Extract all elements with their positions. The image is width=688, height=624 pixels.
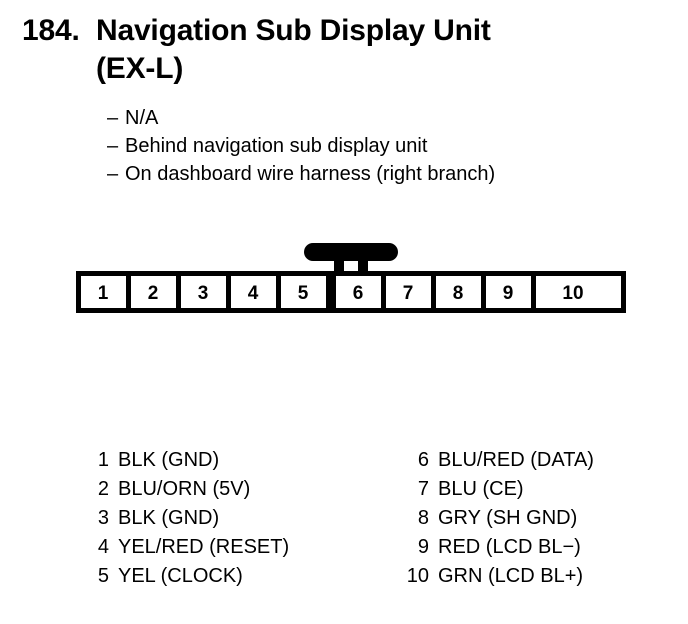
notes-list: – N/A – Behind navigation sub display un… xyxy=(107,104,667,188)
pin-number-4: 4 xyxy=(248,283,259,304)
legend-row: 10 GRN (LCD BL+) xyxy=(403,562,594,591)
connector-pin-cavities xyxy=(81,276,621,308)
pin-number-5: 5 xyxy=(298,283,309,304)
list-item: – On dashboard wire harness (right branc… xyxy=(107,160,667,188)
legend-pin-text: BLU (CE) xyxy=(438,478,524,500)
section-number: 184. xyxy=(22,14,80,47)
pin-number-3: 3 xyxy=(198,283,209,304)
legend-pin-text: BLK (GND) xyxy=(118,449,220,471)
pin-legend-right-column: 6 BLU/RED (DATA) 7 BLU (CE) 8 GRY (SH GN… xyxy=(403,446,594,591)
legend-pin-number: 8 xyxy=(417,507,429,529)
legend-pin-text: GRY (SH GND) xyxy=(438,507,578,529)
pin-number-1: 1 xyxy=(98,283,109,304)
connector-locking-tab xyxy=(304,243,398,271)
legend-pin-number: 9 xyxy=(417,536,429,558)
legend-row: 6 BLU/RED (DATA) xyxy=(403,446,594,475)
pin-number-9: 9 xyxy=(503,283,514,304)
legend-pin-text: BLU/RED (DATA) xyxy=(438,449,594,471)
connector-pin-numbers: 1 2 3 4 5 6 7 8 9 10 xyxy=(98,283,584,304)
pin-legend-left-column: 1 BLK (GND) 2 BLU/ORN (5V) 3 BLK (GND) 4… xyxy=(83,446,289,591)
legend-pin-text: BLK (GND) xyxy=(118,507,220,529)
legend-pin-number: 3 xyxy=(97,507,109,529)
legend-pin-number: 5 xyxy=(97,565,109,587)
pin-number-6: 6 xyxy=(353,283,364,304)
legend-row: 1 BLK (GND) xyxy=(83,446,289,475)
pin-number-10: 10 xyxy=(562,283,583,304)
legend-pin-text: YEL/RED (RESET) xyxy=(118,536,290,558)
list-item-label: Behind navigation sub display unit xyxy=(125,135,428,157)
legend-pin-number: 6 xyxy=(417,449,429,471)
legend-pin-number: 7 xyxy=(417,478,429,500)
dash-bullet-icon: – xyxy=(107,107,119,129)
legend-row: 3 BLK (GND) xyxy=(83,504,289,533)
legend-row: 4 YEL/RED (RESET) xyxy=(83,533,289,562)
list-item-label: On dashboard wire harness (right branch) xyxy=(125,163,496,185)
legend-pin-text: YEL (CLOCK) xyxy=(118,565,243,587)
pin-number-2: 2 xyxy=(148,283,159,304)
dash-bullet-icon: – xyxy=(107,135,119,157)
page-title: 184. Navigation Sub Display Unit (EX-L) xyxy=(22,12,662,88)
list-item: – N/A xyxy=(107,104,667,132)
legend-pin-number: 2 xyxy=(97,478,109,500)
title-line-1: 184. Navigation Sub Display Unit xyxy=(22,12,662,50)
legend-row: 9 RED (LCD BL−) xyxy=(403,533,594,562)
title-main-text: Navigation Sub Display Unit xyxy=(96,14,491,47)
dash-bullet-icon: – xyxy=(107,163,119,185)
pin-number-7: 7 xyxy=(403,283,414,304)
legend-row: 8 GRY (SH GND) xyxy=(403,504,594,533)
legend-pin-text: BLU/ORN (5V) xyxy=(118,478,251,500)
legend-row: 5 YEL (CLOCK) xyxy=(83,562,289,591)
legend-pin-text: GRN (LCD BL+) xyxy=(438,565,584,587)
connector-diagram: 1 2 3 4 5 6 7 8 9 10 xyxy=(76,240,626,316)
legend-row: 7 BLU (CE) xyxy=(403,475,594,504)
legend-row: 2 BLU/ORN (5V) xyxy=(83,475,289,504)
list-item: – Behind navigation sub display unit xyxy=(107,132,667,160)
pin-number-8: 8 xyxy=(453,283,464,304)
legend-pin-number: 10 xyxy=(406,565,429,587)
list-item-label: N/A xyxy=(125,107,159,129)
legend-pin-number: 4 xyxy=(97,536,109,558)
legend-pin-number: 1 xyxy=(97,449,109,471)
pin-legend: 1 BLK (GND) 2 BLU/ORN (5V) 3 BLK (GND) 4… xyxy=(0,446,688,606)
title-line-2: (EX-L) xyxy=(96,52,184,85)
legend-pin-text: RED (LCD BL−) xyxy=(438,536,581,558)
